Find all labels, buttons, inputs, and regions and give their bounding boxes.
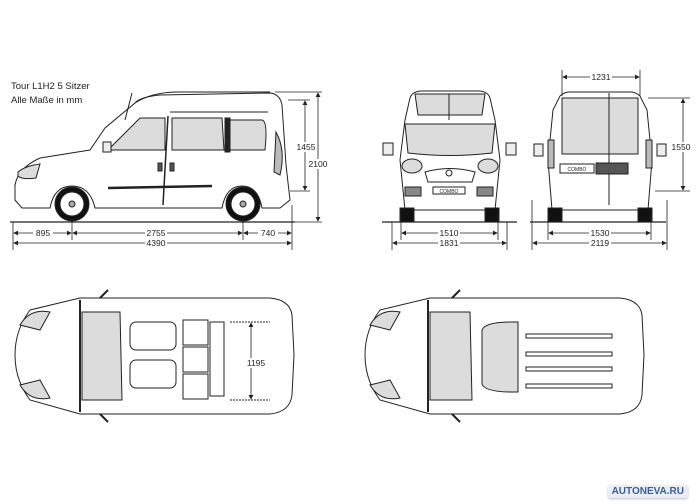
side-view-labels: 895 2755 740 4390 1455 2100 <box>33 142 328 248</box>
top-view-interior-labels: 1195 <box>244 358 266 368</box>
front-view-labels: 1510 1831 <box>438 228 460 248</box>
watermark: AUTONEVA.RU <box>607 485 688 498</box>
dim-overall-height: 2100 <box>309 159 328 169</box>
dim-front-overhang: 895 <box>36 228 50 238</box>
title-model: Tour L1H2 5 Sitzer <box>11 81 90 92</box>
dim-door-width: 1231 <box>592 72 611 82</box>
front-badge: COMBO <box>440 189 459 195</box>
dim-interior-height: 1455 <box>297 142 316 152</box>
dim-front-track: 1510 <box>440 228 459 238</box>
dim-width-mirrors: 2119 <box>591 238 610 248</box>
rear-badge: COMBO <box>568 167 587 173</box>
title-units: Alle Maße in mm <box>11 95 83 106</box>
dim-overall-length: 4390 <box>147 238 166 248</box>
rear-view-labels: 1231 1550 1530 2119 <box>589 72 692 248</box>
rear-view-vehicle: COMBO <box>530 91 667 223</box>
front-view-vehicle: COMBO <box>382 90 517 223</box>
dim-rear-track: 1530 <box>591 228 610 238</box>
top-view-interior <box>14 289 295 423</box>
dim-cargo-width: 1195 <box>247 358 266 368</box>
side-view-vehicle <box>10 91 295 223</box>
dim-overall-width: 1831 <box>440 238 459 248</box>
dim-door-height: 1550 <box>672 142 691 152</box>
top-view-roof <box>364 289 645 423</box>
dim-rear-overhang: 740 <box>261 228 275 238</box>
dim-wheelbase: 2755 <box>147 228 166 238</box>
